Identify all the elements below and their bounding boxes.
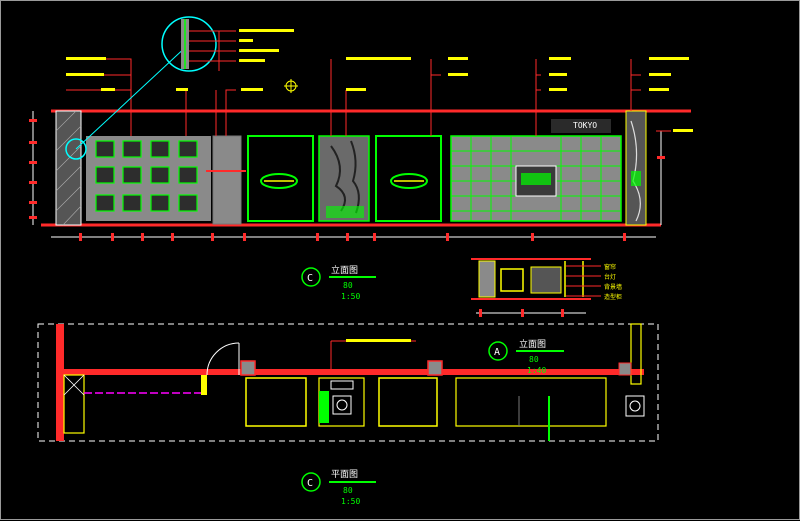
plan-title-name: 平面图: [331, 469, 358, 480]
display-shelves: [95, 140, 198, 212]
elevation-title-scale: 1:50: [341, 292, 360, 301]
sign-text: TOKYO: [573, 121, 597, 130]
plan-wall-right: [630, 323, 642, 385]
floor-plan: A 立面图 80 1:40 C 平面图 80 1:50: [37, 323, 659, 506]
plan-unit-3: [455, 377, 607, 427]
plan-marker-scale-top: 80: [529, 355, 539, 364]
inset-label-3: 背景墙: [604, 283, 622, 291]
detail-inset: 窗帘 台灯 背景墙 造型柜: [471, 258, 622, 317]
oval-logo-left: [260, 173, 298, 189]
plan-section-marker-a: A 立面图 80 1:40: [488, 338, 564, 375]
elevation-title-name: 立面图: [331, 264, 358, 276]
annotation-text-strips: [66, 57, 693, 132]
elevation-title-scale-top: 80: [343, 281, 353, 290]
plan-wall-left: [56, 324, 64, 441]
detail-leaders: [189, 30, 236, 71]
left-wall-section: [55, 110, 82, 226]
inset-label-1: 窗帘: [604, 263, 616, 271]
column-panel: [212, 135, 242, 225]
elevation-drawing: TOKYO: [29, 16, 693, 301]
inset-label-2: 台灯: [604, 273, 616, 281]
plan-wall-top: [64, 369, 644, 375]
plan-boundary: [37, 323, 659, 442]
plan-unit-2: [378, 377, 438, 427]
inset-label-4: 造型柜: [604, 293, 622, 301]
plan-unit-1: [245, 377, 307, 427]
elevation-title: C 立面图 80 1:50: [301, 264, 376, 301]
plan-title-scale: 1:50: [341, 497, 360, 506]
plan-marker-scale: 1:40: [527, 366, 546, 375]
plan-marker-name: 立面图: [519, 338, 546, 350]
plan-column-1: [240, 360, 256, 376]
detail-callout-origin: [65, 138, 87, 160]
plan-column-2: [427, 360, 443, 376]
framed-panel-left: [247, 135, 314, 222]
wall-hatch: [55, 110, 82, 226]
door-swing: [206, 342, 240, 376]
left-dim-ticks: [29, 119, 37, 219]
plan-title-scale-top: 80: [343, 486, 353, 495]
cabinet-grid-lines: [451, 136, 621, 221]
framed-panel-right: [375, 135, 442, 222]
elevation-title-marker: C: [307, 273, 313, 284]
plan-title-marker: C: [307, 478, 313, 489]
oval-logo-right: [390, 173, 428, 189]
plan-marker-letter: A: [494, 347, 500, 358]
detail-callout-circle: [161, 16, 217, 72]
plan-title: C 平面图 80 1:50: [301, 469, 376, 506]
bottom-dim-ticks: [79, 233, 626, 241]
